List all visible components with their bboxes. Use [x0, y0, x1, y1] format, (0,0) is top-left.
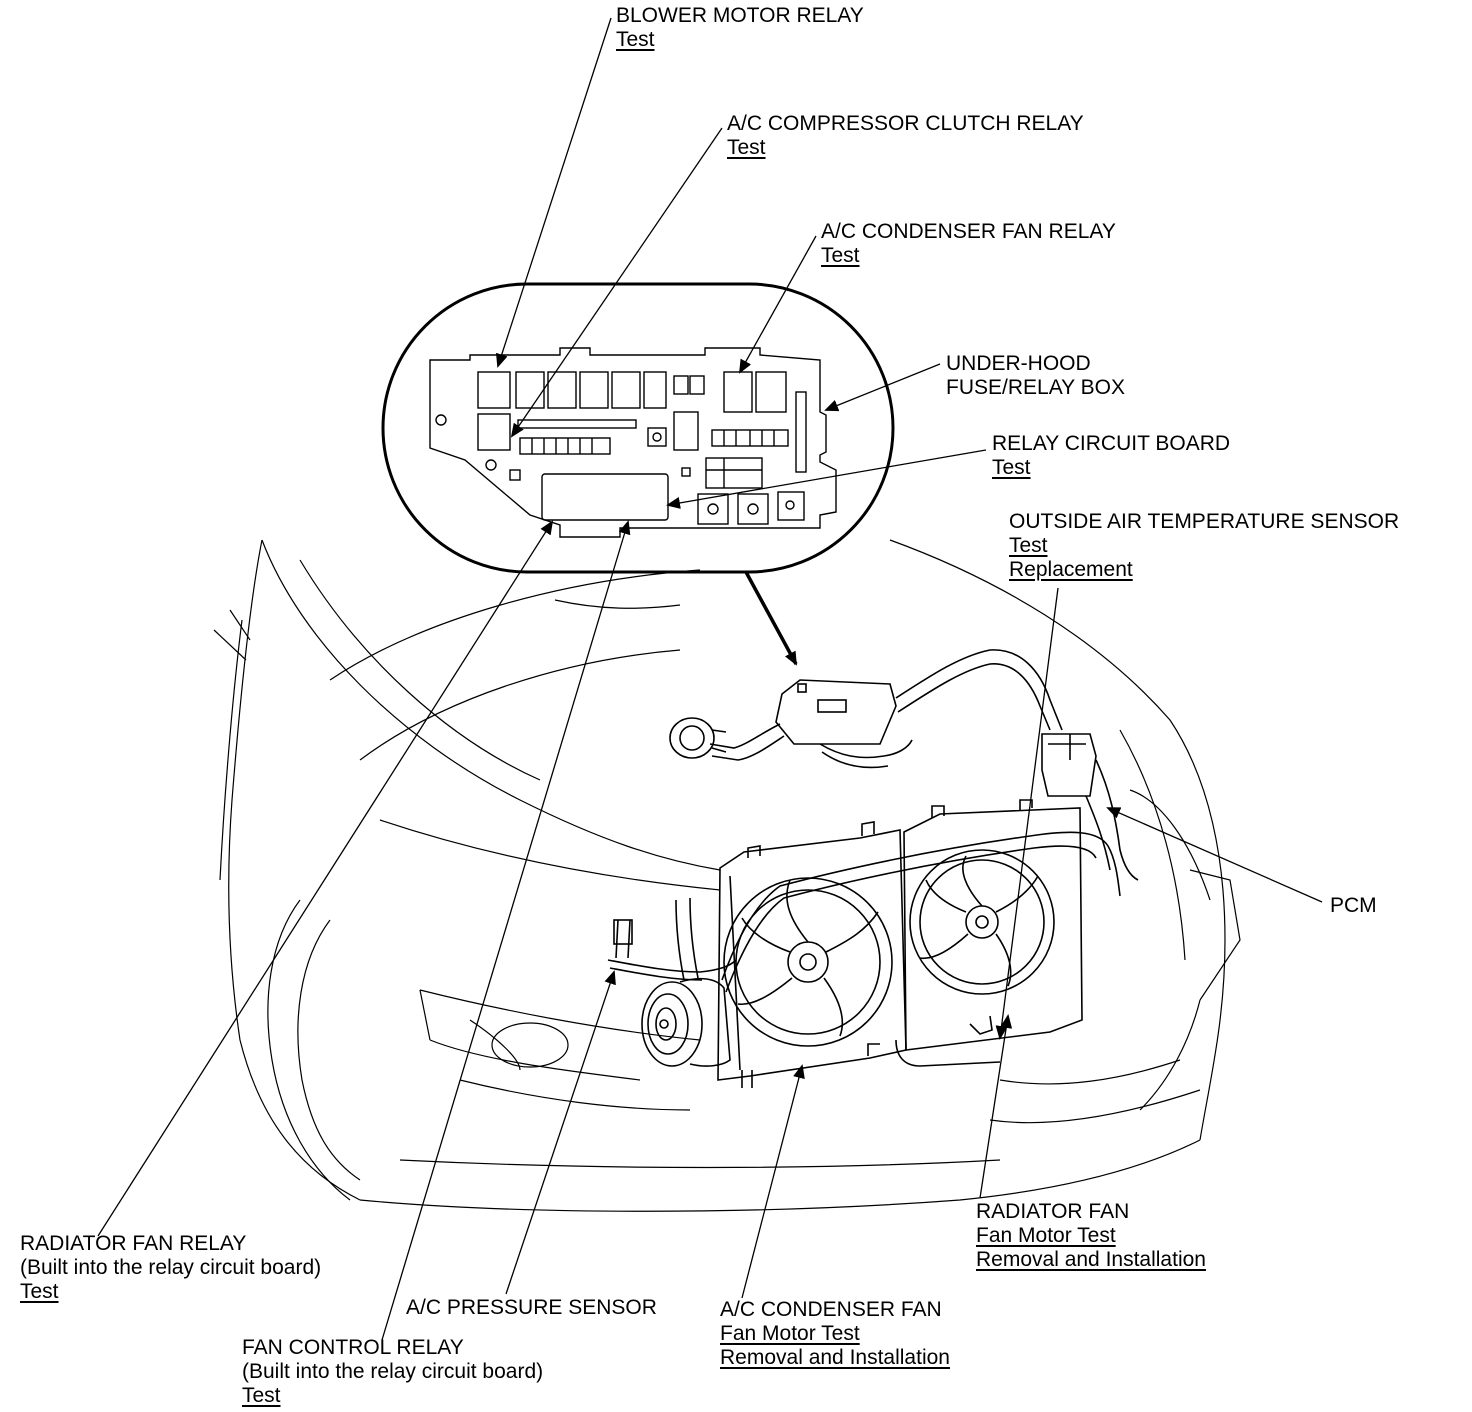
- vehicle-outline: [213, 539, 1241, 1212]
- callout-ac-pressure-sensor: A/C PRESSURE SENSOR: [406, 1296, 657, 1320]
- leader-lines: [97, 17, 1323, 1341]
- callout-relay-circuit-board: RELAY CIRCUIT BOARD Test: [992, 432, 1230, 480]
- callout-title: FAN CONTROL RELAY: [242, 1336, 464, 1359]
- ac-compressor: [641, 977, 731, 1067]
- callout-note: (Built into the relay circuit board): [242, 1360, 544, 1383]
- callout-radiator-fan-relay: RADIATOR FAN RELAY (Built into the relay…: [20, 1232, 321, 1304]
- callout-title: A/C CONDENSER FAN RELAY: [821, 220, 1116, 243]
- removal-installation-link[interactable]: Removal and Installation: [720, 1346, 950, 1369]
- ac-lines: [607, 831, 1121, 1067]
- callout-title: A/C CONDENSER FAN: [720, 1298, 942, 1321]
- test-link[interactable]: Test: [821, 244, 860, 267]
- callout-outside-air-temperature-sensor: OUTSIDE AIR TEMPERATURE SENSOR Test Repl…: [1009, 510, 1399, 582]
- callout-title-line1: UNDER-HOOD: [946, 352, 1091, 375]
- test-link[interactable]: Test: [616, 28, 655, 51]
- callout-blower-motor-relay: BLOWER MOTOR RELAY Test: [616, 4, 864, 52]
- fan-motor-test-link[interactable]: Fan Motor Test: [976, 1224, 1116, 1247]
- callout-title: RADIATOR FAN: [976, 1200, 1130, 1223]
- callout-title: A/C COMPRESSOR CLUTCH RELAY: [727, 112, 1084, 135]
- callout-under-hood-fuse-relay-box: UNDER-HOOD FUSE/RELAY BOX: [946, 352, 1125, 400]
- callout-title: BLOWER MOTOR RELAY: [616, 4, 864, 27]
- pcm-unit: [1041, 733, 1139, 881]
- fuse-box-detail-view: [381, 282, 895, 574]
- callout-ac-condenser-fan: A/C CONDENSER FAN Fan Motor Test Removal…: [720, 1298, 950, 1370]
- callout-ac-condenser-fan-relay: A/C CONDENSER FAN RELAY Test: [821, 220, 1116, 268]
- test-link[interactable]: Test: [992, 456, 1031, 479]
- callout-title: RELAY CIRCUIT BOARD: [992, 432, 1231, 455]
- locator-arrow: [744, 571, 798, 666]
- callout-pcm: PCM: [1330, 894, 1377, 918]
- wiring-harness: [669, 649, 1063, 769]
- callout-ac-compressor-clutch-relay: A/C COMPRESSOR CLUTCH RELAY Test: [727, 112, 1084, 160]
- test-link[interactable]: Test: [727, 136, 766, 159]
- removal-installation-link[interactable]: Removal and Installation: [976, 1248, 1206, 1271]
- callout-title: OUTSIDE AIR TEMPERATURE SENSOR: [1009, 510, 1400, 533]
- callout-title: A/C PRESSURE SENSOR: [406, 1296, 657, 1319]
- test-link[interactable]: Test: [20, 1280, 59, 1303]
- callout-title: PCM: [1330, 894, 1377, 917]
- callout-radiator-fan: RADIATOR FAN Fan Motor Test Removal and …: [976, 1200, 1206, 1272]
- test-link[interactable]: Test: [242, 1384, 281, 1407]
- radiator-fan-shroud: [903, 799, 1083, 1051]
- callout-title-line2: FUSE/RELAY BOX: [946, 376, 1125, 399]
- callout-fan-control-relay: FAN CONTROL RELAY (Built into the relay …: [242, 1336, 543, 1408]
- replacement-link[interactable]: Replacement: [1009, 558, 1133, 581]
- fan-motor-test-link[interactable]: Fan Motor Test: [720, 1322, 860, 1345]
- test-link[interactable]: Test: [1009, 534, 1048, 557]
- callout-note: (Built into the relay circuit board): [20, 1256, 322, 1279]
- callout-title: RADIATOR FAN RELAY: [20, 1232, 247, 1255]
